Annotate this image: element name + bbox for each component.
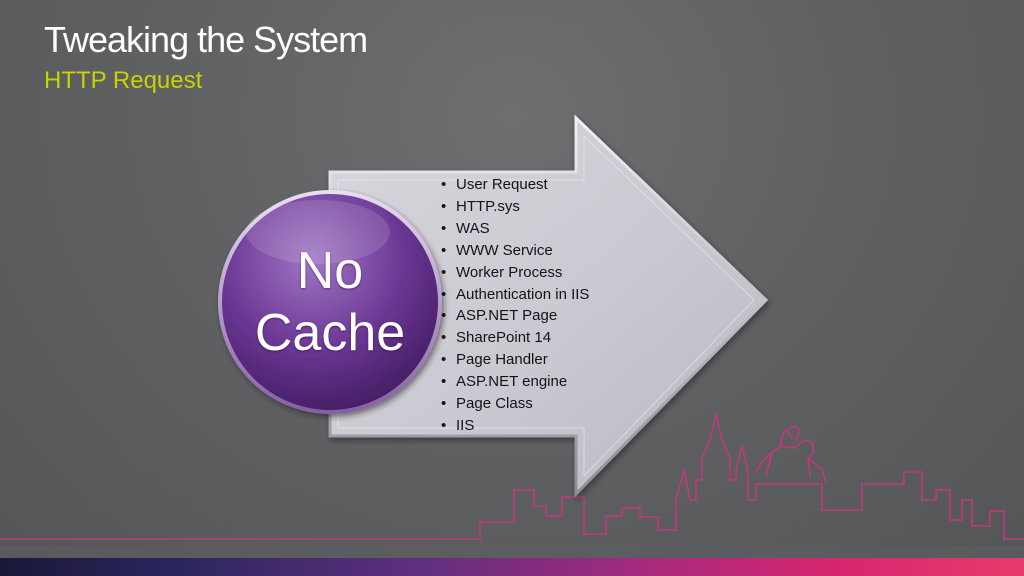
no-cache-label-line2: Cache	[254, 304, 406, 362]
pipeline-step: Authentication in IIS	[440, 284, 589, 306]
no-cache-label-line1: No	[296, 242, 364, 300]
skyline-outline	[0, 413, 1024, 540]
statue-icon	[755, 425, 827, 483]
footer-gradient-bar	[0, 558, 1024, 576]
slide-subtitle: HTTP Request	[44, 67, 203, 94]
pipeline-step: ASP.NET Page	[440, 305, 589, 327]
pipeline-step: ASP.NET engine	[440, 371, 589, 393]
arrow-bevel	[337, 134, 755, 478]
pipeline-step: WAS	[440, 218, 589, 240]
pipeline-step: Page Handler	[440, 349, 589, 371]
pipeline-step: IIS	[440, 415, 589, 437]
slide-title: Tweaking the System	[44, 19, 368, 60]
pipeline-step: HTTP.sys	[440, 196, 589, 218]
pipeline-step: SharePoint 14	[440, 327, 589, 349]
circle-highlight	[246, 200, 390, 264]
pipeline-step-list: User Request HTTP.sys WAS WWW Service Wo…	[440, 174, 589, 437]
bottom-sheen	[0, 546, 1024, 558]
no-cache-label: No Cache	[222, 240, 438, 364]
pipeline-step: User Request	[440, 174, 589, 196]
pipeline-step: Page Class	[440, 393, 589, 415]
pipeline-step: WWW Service	[440, 240, 589, 262]
pipeline-step: Worker Process	[440, 262, 589, 284]
